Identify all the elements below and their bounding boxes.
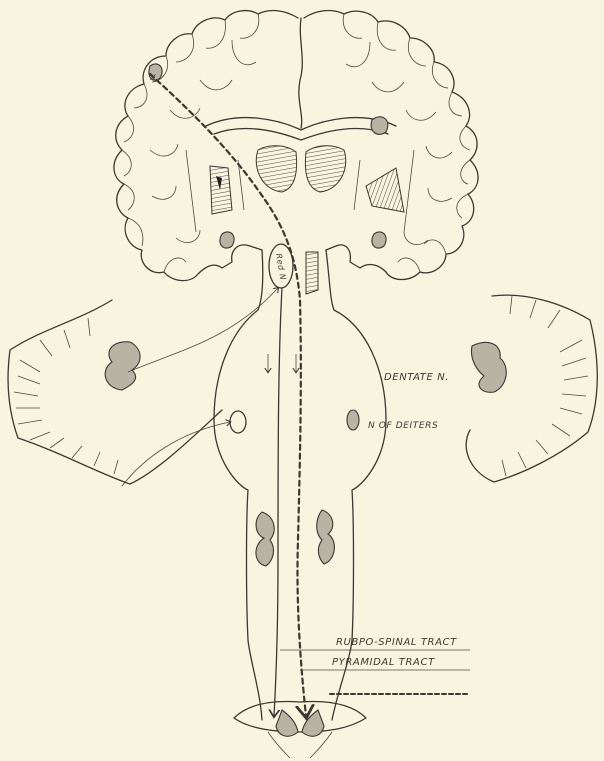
pyramidal-label: PYRAMIDAL TRACT xyxy=(332,657,435,668)
left-thalamus xyxy=(256,146,296,192)
right-lentiform xyxy=(366,168,404,212)
left-lentiform xyxy=(210,166,232,214)
right-dentate-nucleus xyxy=(472,342,507,392)
right-thalamus xyxy=(305,146,345,192)
longitudinal-fissure xyxy=(299,18,302,128)
left-dentate-nucleus xyxy=(105,342,140,390)
left-cerebellum xyxy=(8,300,222,484)
dentate-label: DENTATE N. xyxy=(384,372,449,383)
left-olive xyxy=(256,512,274,566)
left-deiters-nucleus xyxy=(230,411,246,433)
dentato-rubral-fiber xyxy=(128,288,278,372)
right-cerebellum xyxy=(466,295,597,482)
right-hemisphere xyxy=(304,11,478,280)
spinal-cord-section xyxy=(234,702,366,732)
rubrospinal-label: RUBPO-SPINAL TRACT xyxy=(336,637,457,648)
rubrospinal-tract-line xyxy=(274,288,282,716)
left-gyri-folds xyxy=(122,14,259,272)
red-nucleus-label: Red N xyxy=(274,253,288,281)
right-olive xyxy=(317,510,335,564)
cerebello-deiters-fiber xyxy=(122,422,230,486)
right-deiters-nucleus xyxy=(347,410,359,430)
right-gyri-folds xyxy=(343,14,470,272)
deiters-label: N OF DEITERS xyxy=(368,421,438,431)
cerebral-peduncle xyxy=(306,252,318,294)
cerebrum: x xyxy=(114,11,478,281)
right-insula xyxy=(371,117,388,135)
